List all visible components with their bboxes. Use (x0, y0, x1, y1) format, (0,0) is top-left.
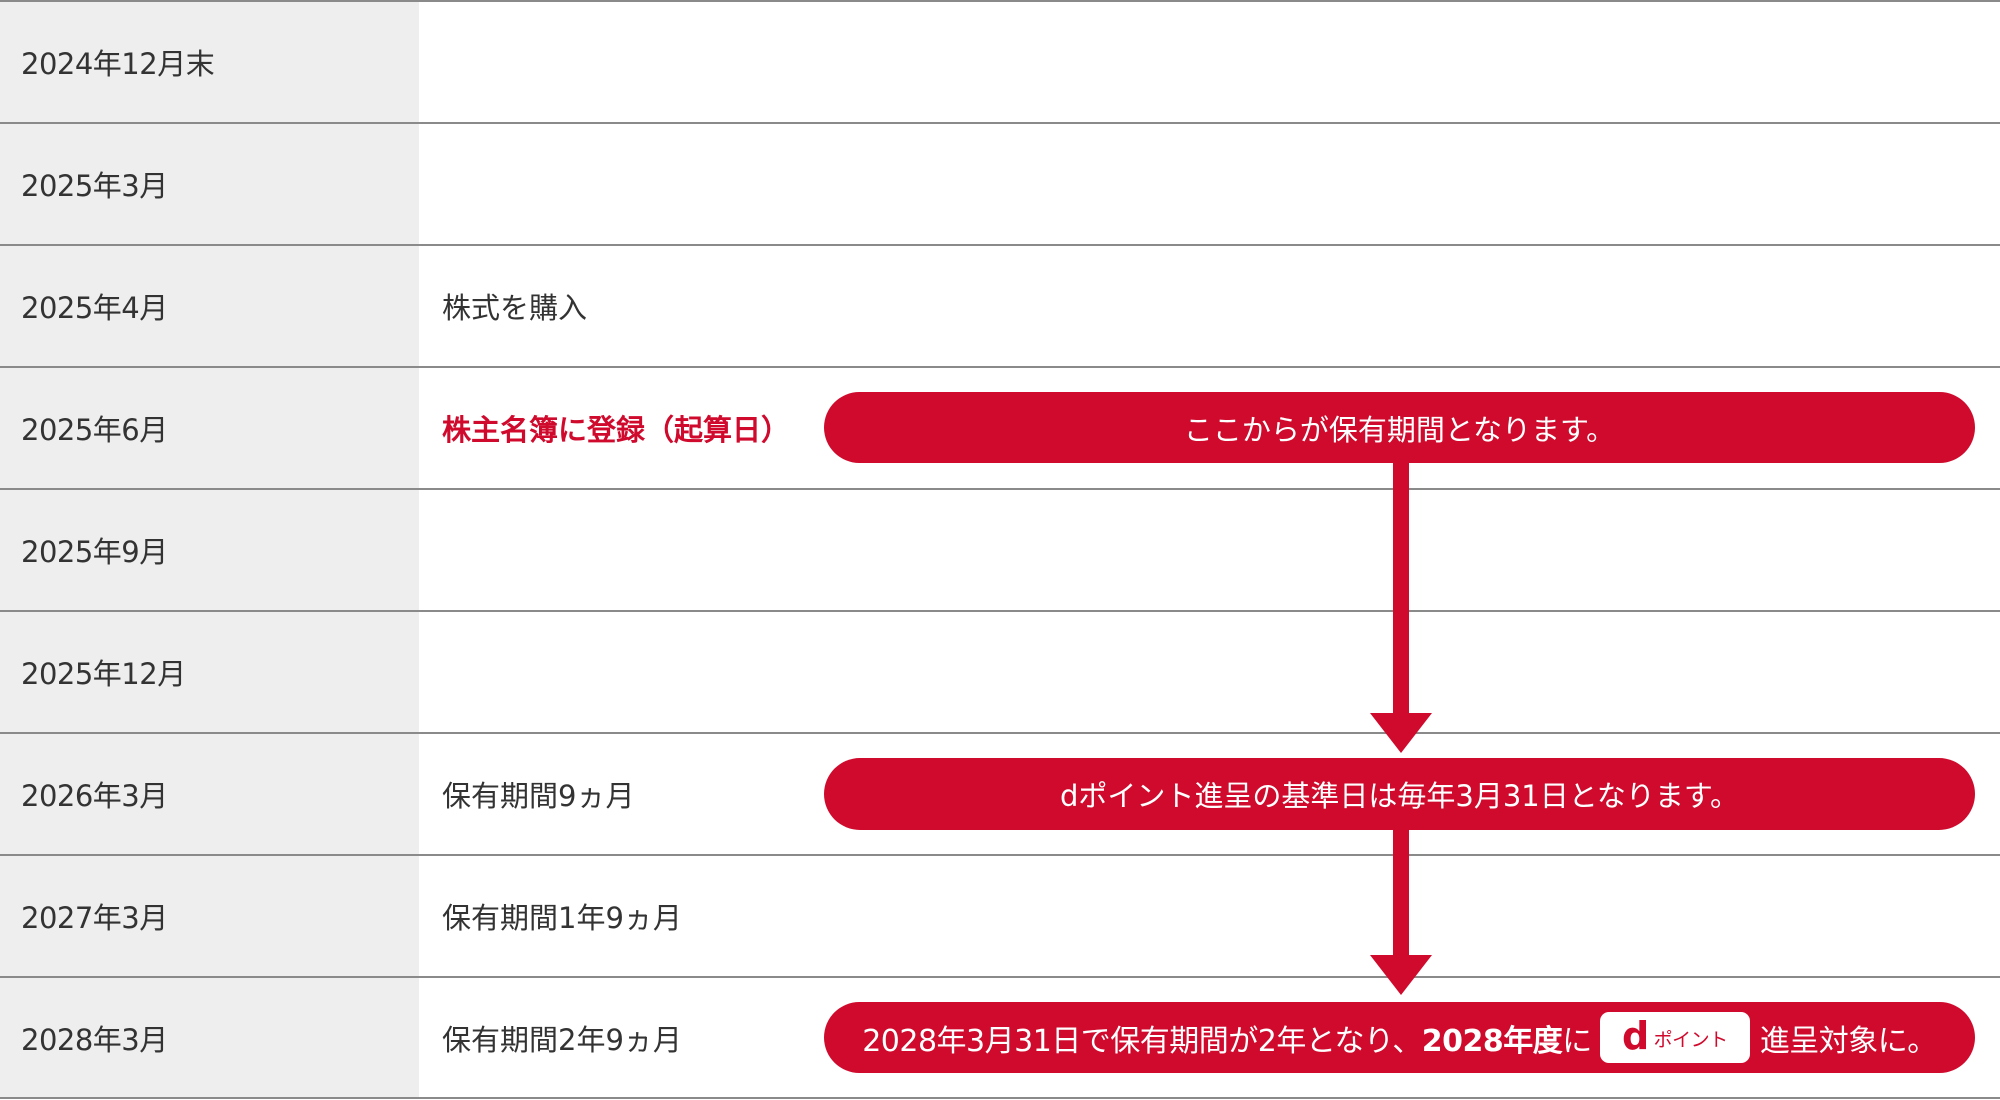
timeline-row: 2025年4月 株式を購入 (0, 244, 2000, 366)
date-cell: 2025年4月 (0, 246, 419, 366)
timeline-row: 2025年3月 (0, 122, 2000, 244)
event-cell-registration: 株主名簿に登録（起算日） (442, 413, 791, 447)
timeline-row: 2024年12月末 (0, 0, 2000, 122)
callout-eligibility: 2028年3月31日で保有期間が2年となり、 2028年度 に d ポイント 進… (824, 1002, 1975, 1073)
eligibility-text: 2028年3月31日で保有期間が2年となり、 (862, 1023, 1422, 1059)
eligibility-year: 2028年度 (1421, 1023, 1563, 1059)
eligibility-particle: に (1562, 1023, 1592, 1059)
down-arrow-shaft (1393, 460, 1409, 716)
dpoint-logo-badge: d ポイント (1599, 1012, 1750, 1063)
callout-base-date: dポイント進呈の基準日は毎年3月31日となります。 (824, 758, 1975, 830)
callout-holding-start: ここからが保有期間となります。 (824, 392, 1975, 463)
event-cell-purchase: 株式を購入 (442, 291, 588, 325)
timeline-row: 2025年12月 (0, 610, 2000, 732)
eligibility-text-after: 進呈対象に。 (1759, 1023, 1938, 1059)
date-cell: 2025年3月 (0, 124, 419, 244)
date-cell: 2025年12月 (0, 612, 419, 732)
date-cell: 2025年6月 (0, 368, 419, 488)
date-cell: 2025年9月 (0, 490, 419, 610)
timeline-row: 2025年6月 株主名簿に登録（起算日） (0, 366, 2000, 488)
down-arrow-shaft (1393, 826, 1409, 956)
date-cell: 2026年3月 (0, 734, 419, 854)
date-cell: 2024年12月末 (0, 2, 419, 122)
event-cell-holding-period: 保有期間9ヵ月 (442, 779, 635, 813)
date-cell: 2027年3月 (0, 856, 419, 976)
date-cell: 2028年3月 (0, 978, 419, 1097)
timeline-row: 2027年3月 保有期間1年9ヵ月 (0, 854, 2000, 976)
timeline-row: 2028年3月 保有期間2年9ヵ月 (0, 976, 2000, 1099)
down-arrow-icon (1370, 955, 1432, 995)
dpoint-d-icon: d (1621, 1013, 1649, 1058)
timeline-row: 2026年3月 保有期間9ヵ月 (0, 732, 2000, 854)
event-cell-holding-period: 保有期間1年9ヵ月 (442, 901, 682, 935)
event-cell-holding-period: 保有期間2年9ヵ月 (442, 1022, 682, 1057)
down-arrow-icon (1370, 713, 1432, 753)
dpoint-label: ポイント (1653, 1029, 1729, 1051)
timeline-row: 2025年9月 (0, 488, 2000, 610)
